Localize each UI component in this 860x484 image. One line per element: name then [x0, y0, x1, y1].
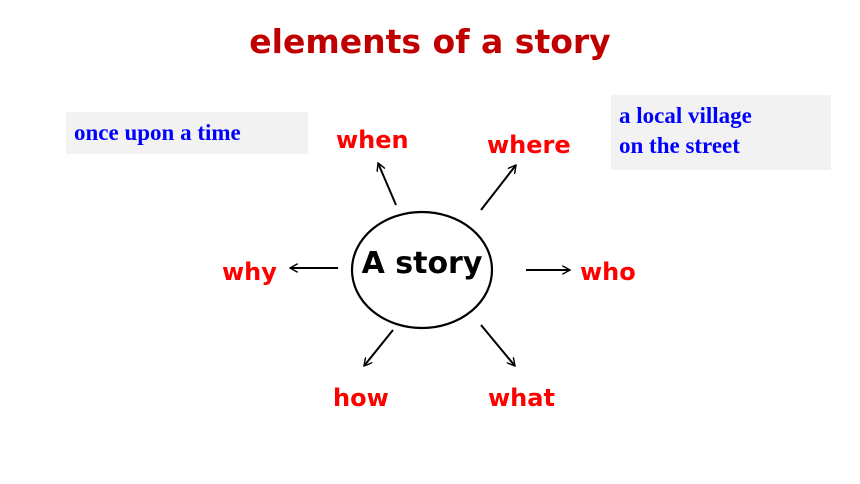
center-label: A story: [361, 246, 483, 281]
label-who: who: [580, 258, 636, 286]
label-how: how: [333, 384, 389, 412]
arrow-how: [364, 329, 394, 366]
slide-title: elements of a story: [249, 22, 611, 61]
label-what: what: [488, 384, 555, 412]
label-where: where: [487, 131, 571, 159]
place-note: a local village on the street: [611, 95, 831, 170]
center-ellipse: [350, 210, 494, 330]
arrow-what: [480, 324, 515, 366]
arrow-where: [480, 165, 516, 211]
time-note: once upon a time: [66, 112, 308, 154]
place-note-line-2: on the street: [619, 133, 740, 158]
place-note-line-1: a local village: [619, 103, 752, 128]
arrow-when: [378, 163, 397, 206]
label-why: why: [222, 258, 277, 286]
time-note-text: once upon a time: [74, 120, 241, 145]
label-when: when: [336, 126, 409, 154]
